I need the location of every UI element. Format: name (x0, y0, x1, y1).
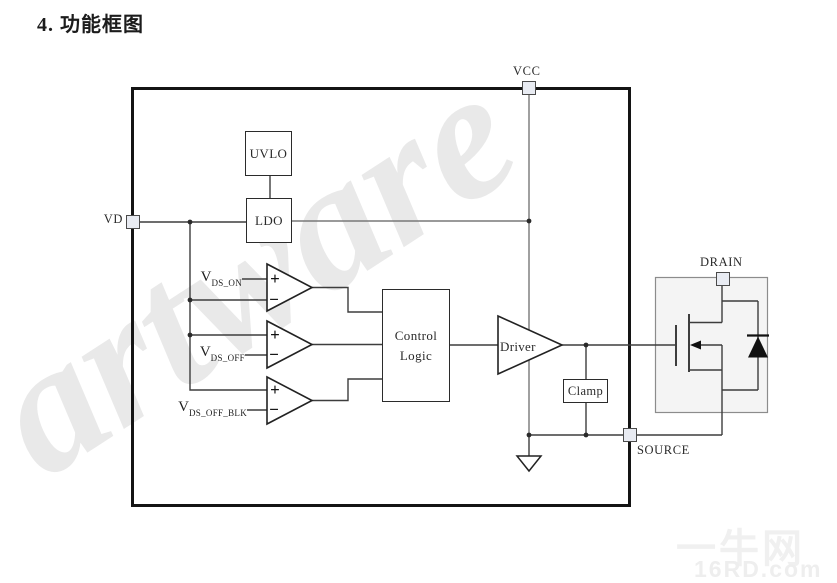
vd-pin-label: VD (103, 212, 123, 226)
clamp-block: Clamp (563, 379, 608, 403)
vds-on-symbol: V (200, 269, 212, 285)
signal-wires (133, 176, 722, 456)
ldo-label: LDO (255, 212, 283, 228)
drain-pin-pad (716, 272, 730, 286)
comparator2-plus-sign: + (270, 324, 280, 344)
comparator1-minus-sign: − (269, 289, 279, 309)
site-domain-watermark: 16RD.com (694, 556, 823, 582)
comparator1-plus-sign: + (270, 268, 280, 288)
vcc-pin-pad (522, 81, 536, 95)
clamp-label: Clamp (567, 383, 604, 398)
site-watermark: 一牛网 (676, 527, 805, 571)
junction-dots (187, 218, 589, 438)
diode-anode-triangle (748, 336, 768, 358)
vds-off-symbol: V (199, 344, 211, 360)
source-pin-pad (623, 428, 637, 442)
control-logic-block: Control Logic (382, 289, 450, 402)
uvlo-block: UVLO (245, 131, 292, 176)
ground-symbol (515, 455, 543, 473)
comparator3-plus-sign: + (270, 379, 280, 399)
comparators (266, 262, 314, 426)
driver-label: Driver (500, 339, 536, 354)
vds-on-subscript: DS_ON (211, 278, 242, 288)
supply-wires (292, 95, 530, 435)
comparator-vds-off (266, 319, 314, 370)
vds-off-blk-threshold-label: VDS_OFF_BLK (150, 399, 247, 418)
comparator-vds-on (266, 262, 314, 313)
control-logic-label: Control Logic (394, 328, 438, 363)
vds-on-threshold-label: VDS_ON (160, 269, 242, 288)
comparator2-minus-sign: − (269, 344, 279, 364)
vds-off-threshold-label: VDS_OFF (160, 344, 245, 363)
vds-off-subscript: DS_OFF (210, 353, 245, 363)
mosfet-body-arrow (690, 340, 701, 350)
source-pin-label: SOURCE (637, 443, 690, 457)
drain-pin-label: DRAIN (700, 255, 743, 269)
vds-off-blk-symbol: V (178, 399, 189, 415)
comparator-vds-off-blk (266, 375, 314, 426)
ic-boundary (131, 87, 631, 507)
vds-off-blk-subscript: DS_OFF_BLK (188, 408, 247, 418)
uvlo-label: UVLO (249, 145, 288, 161)
driver-triangle (497, 314, 564, 376)
vcc-pin-label: VCC (513, 64, 541, 78)
body-diode (747, 301, 769, 390)
vd-pin-pad (126, 215, 140, 229)
mosfet-symbol (675, 286, 758, 435)
ldo-block: LDO (246, 198, 292, 243)
comparator3-minus-sign: − (269, 399, 279, 419)
section-title: 4. 功能框图 (37, 14, 144, 36)
